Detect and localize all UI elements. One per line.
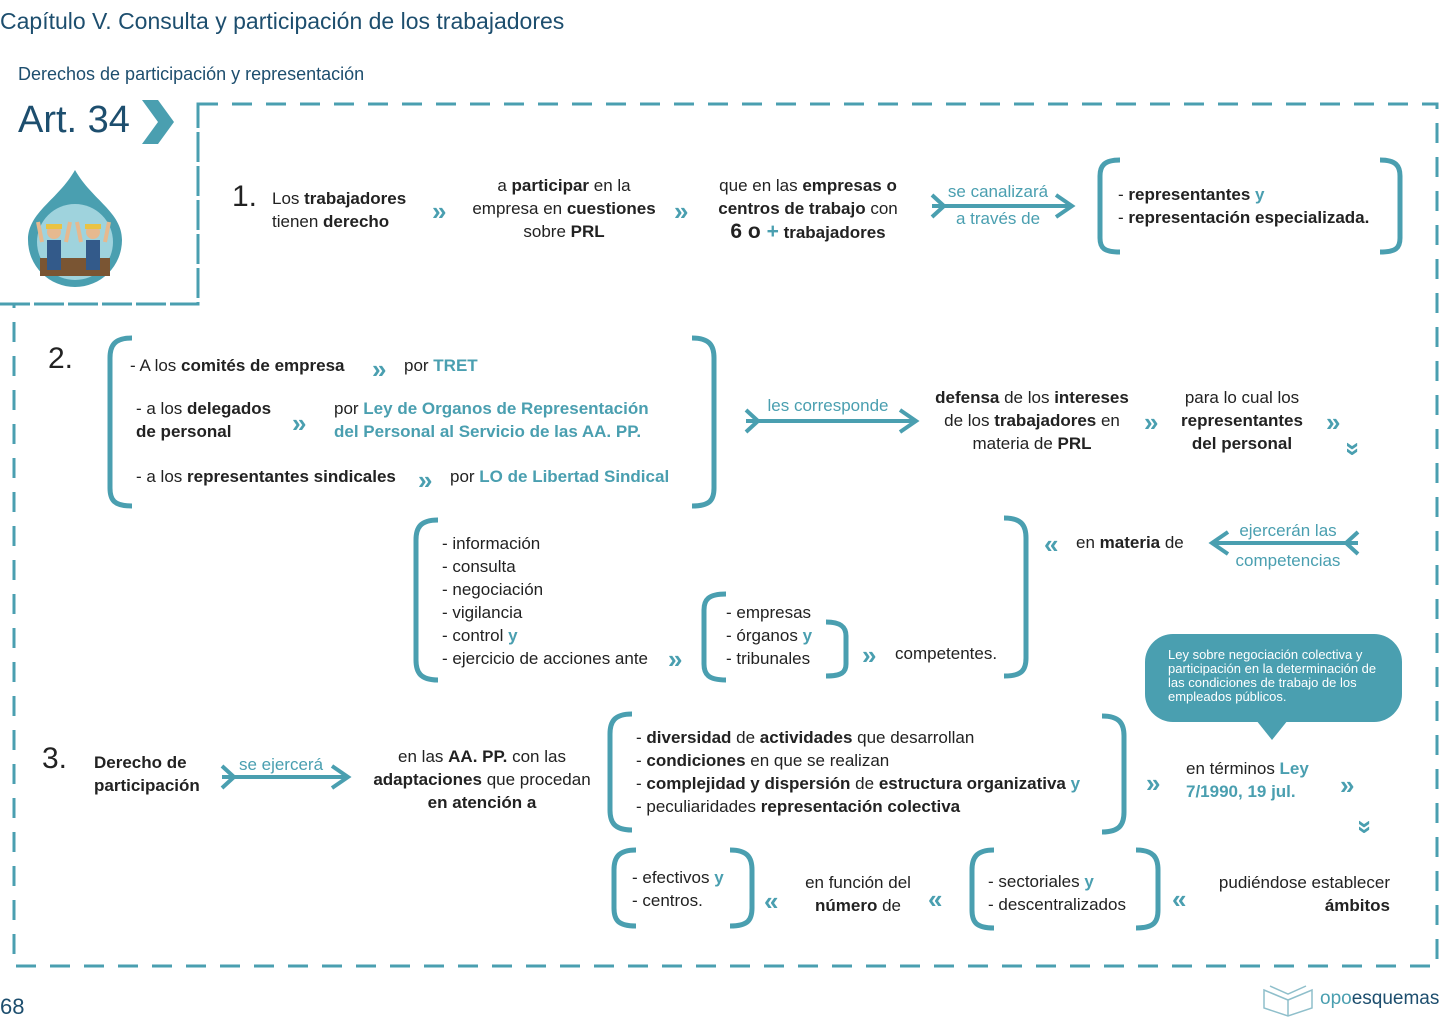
s2-line-sindicales-law: por LO de Libertad Sindical xyxy=(450,467,670,486)
s3-factors: - diversidad de actividades que desarrol… xyxy=(636,728,1081,816)
s2-line-comites: - A los comités de empresa xyxy=(130,356,345,375)
s3-efectivos: - efectivos y - centros. xyxy=(632,868,724,910)
article-chevron-icon xyxy=(142,100,174,144)
organos-list: - empresas - órganos y - tribunales xyxy=(726,603,813,668)
list-left-bracket xyxy=(413,517,439,683)
chevron-down-icon: » xyxy=(1351,819,1382,831)
factors-left-bracket xyxy=(607,711,633,833)
sect-left-bracket xyxy=(969,847,995,931)
sub-right-bracket xyxy=(825,619,849,679)
s2-right-bracket xyxy=(691,335,717,509)
s3-sectoriales: - sectoriales y - descentralizados xyxy=(988,872,1126,914)
chevron-right-icon: » xyxy=(372,354,387,384)
chevron-right-icon: » xyxy=(1144,407,1159,437)
s3-adaptaciones: en las AA. PP. con las adaptaciones que … xyxy=(373,747,591,812)
s2-line-delegados: - a los delegados de personal xyxy=(136,399,272,441)
workers-drop-icon xyxy=(28,170,122,287)
chevron-left-icon: « xyxy=(764,886,779,916)
chevron-right-icon: » xyxy=(292,408,307,438)
sub-left-bracket xyxy=(701,591,727,683)
chapter-title: Capítulo V. Consulta y participación de … xyxy=(0,8,565,34)
chevron-right-icon: » xyxy=(1146,768,1161,798)
chevron-left-icon: « xyxy=(1172,884,1187,914)
factors-right-bracket xyxy=(1101,713,1127,835)
efec-right-bracket xyxy=(729,847,755,929)
efec-left-bracket xyxy=(611,847,637,929)
s1-right-bracket xyxy=(1379,157,1403,255)
s1-representatives: - representantes y - representación espe… xyxy=(1118,185,1370,227)
s1-arrow-bottom-label: a través de xyxy=(955,209,1041,228)
s1-arrow-icon xyxy=(930,193,1076,219)
chevron-right-icon: » xyxy=(1340,770,1355,800)
callout-text: Ley sobre negociación colectiva y partic… xyxy=(1168,647,1377,704)
competencias-bottom-label: competencias xyxy=(1235,551,1341,570)
s1-companies: que en las empresas o centros de trabajo… xyxy=(718,176,898,243)
page-number: 68 xyxy=(0,994,25,1019)
competencias-arrow-icon xyxy=(1208,530,1360,556)
s3-ambitos: pudiéndose establecer ámbitos xyxy=(1218,873,1390,915)
section-title: Derechos de participación y representaci… xyxy=(18,64,365,84)
competentes-label: competentes. xyxy=(895,644,998,663)
chevron-right-icon: » xyxy=(432,196,447,226)
s2-representantes: para lo cual los representantes del pers… xyxy=(1181,388,1303,453)
s2-defense: defensa de los intereses de los trabajad… xyxy=(935,388,1129,453)
list-right-bracket xyxy=(1003,515,1029,679)
s3-ley: en términos Ley 7/1990, 19 jul. xyxy=(1186,759,1309,801)
article-label: Art. 34 xyxy=(18,99,130,141)
s3-funcion: en función del número de xyxy=(805,873,911,915)
s2-line-sindicales: - a los representantes sindicales xyxy=(136,467,396,486)
s3-arrow-icon xyxy=(220,764,352,790)
chevron-down-icon: » xyxy=(1339,441,1370,453)
s1-arrow-top-label: se canalizará xyxy=(947,182,1049,201)
competencias-list: - información - consulta - negociación -… xyxy=(442,534,649,668)
dashed-frame xyxy=(12,102,1439,968)
chevron-right-icon: » xyxy=(668,644,683,674)
competencias-top-label: ejercerán las xyxy=(1239,521,1337,540)
s1-number: 1. xyxy=(232,180,258,213)
s2-left-bracket xyxy=(107,335,133,509)
s3-number: 3. xyxy=(42,742,68,775)
s3-arrow-label: se ejercerá xyxy=(238,755,324,774)
chevron-right-icon: » xyxy=(1326,407,1341,437)
chevron-right-icon: » xyxy=(418,465,433,495)
s2-number: 2. xyxy=(48,342,74,375)
chevron-left-icon: « xyxy=(1044,529,1059,559)
sect-right-bracket xyxy=(1135,847,1161,931)
brand-name: opoesquemas xyxy=(1320,988,1440,1009)
en-materia-de: en materia de xyxy=(1076,533,1184,552)
s1-left-bracket xyxy=(1097,157,1121,255)
chevron-left-icon: « xyxy=(928,884,943,914)
s2-arrow-label: les corresponde xyxy=(767,396,889,415)
chevron-right-icon: » xyxy=(862,640,877,670)
s1-participation: a participar en la empresa en cuestiones… xyxy=(472,176,656,241)
s2-arrow-icon xyxy=(744,408,920,434)
chevron-right-icon: » xyxy=(674,196,689,226)
opoesquemas-logo-icon xyxy=(1263,985,1313,1017)
callout-bubble xyxy=(1145,634,1402,740)
s2-line-delegados-law: por Ley de Organos de Representación del… xyxy=(334,399,649,441)
s3-derecho: Derecho de participación xyxy=(94,753,200,795)
s1-subject: Los trabajadores tienen derecho xyxy=(272,189,407,231)
s2-line-comites-law: por TRET xyxy=(404,356,478,375)
